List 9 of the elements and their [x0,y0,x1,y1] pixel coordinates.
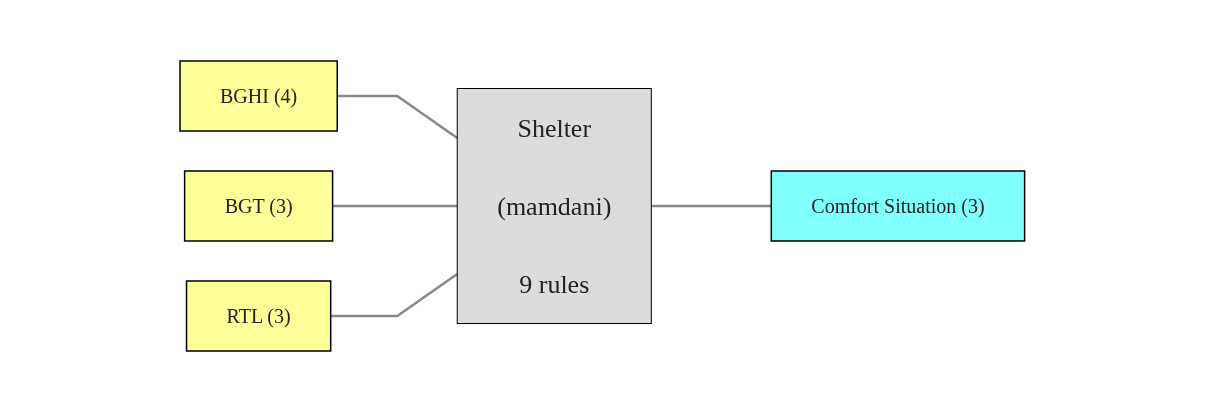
connector [330,272,459,318]
node-box: BGT (3) [184,170,334,242]
connector [651,204,772,208]
node-box: RTL (3) [185,280,332,352]
connector [332,204,458,208]
node-box: Comfort Situation (3) [770,170,1026,242]
node-box: Shelter (mamdani) 9 rules [456,88,652,324]
connector [337,94,459,140]
node-box: BGHI (4) [179,60,339,132]
